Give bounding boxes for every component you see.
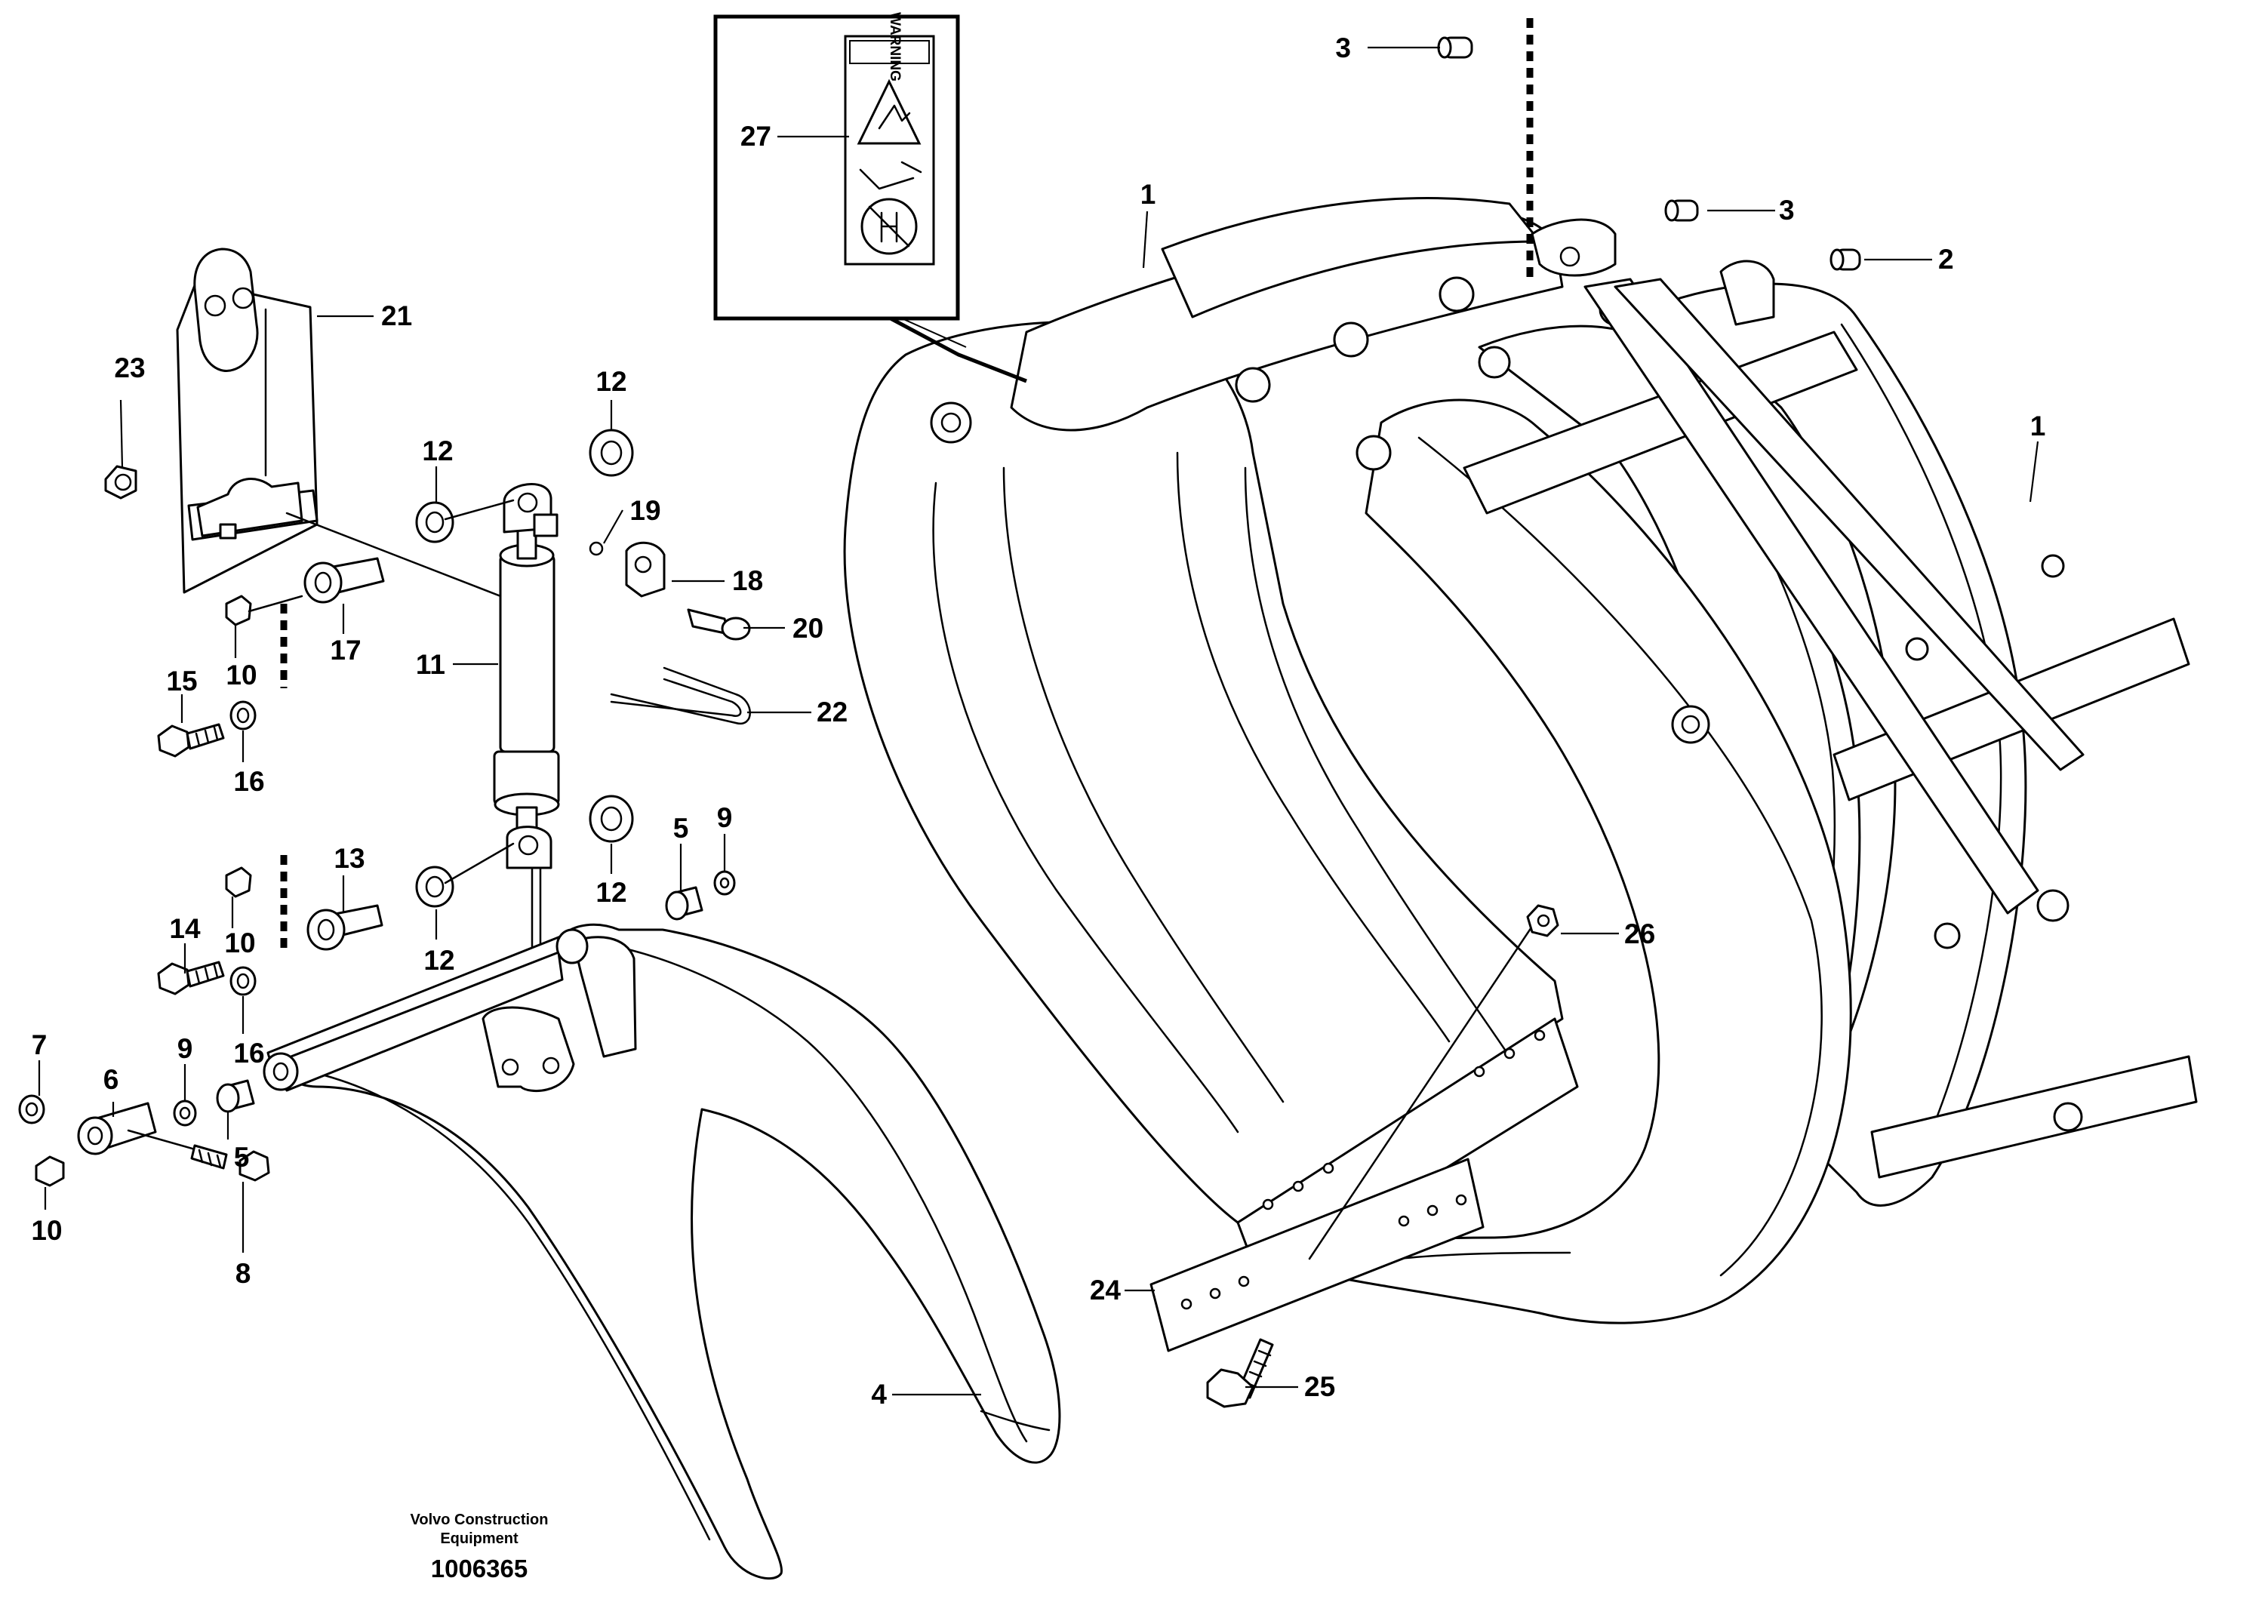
callout-10-upper: 10 — [226, 660, 257, 691]
grease-fitting-parts — [589, 541, 751, 641]
callout-5-left: 5 — [234, 1142, 250, 1173]
bolts-left — [157, 700, 257, 996]
callout-5-right: 5 — [673, 813, 689, 844]
callout-13: 13 — [334, 843, 365, 874]
callout-27: 27 — [740, 121, 771, 152]
callout-3-right: 3 — [1779, 195, 1795, 226]
pin-6-assembly — [18, 1094, 270, 1187]
u-bolt-inner — [610, 678, 742, 717]
callout-2: 2 — [1938, 244, 1954, 275]
bushings-5-washers-9 — [173, 870, 736, 1127]
callout-1-right: 1 — [2030, 411, 2046, 441]
wear-strip — [1149, 919, 1537, 1352]
bolt-25 — [1206, 1338, 1274, 1408]
nut-26 — [1526, 904, 1559, 937]
callout-16-lower: 16 — [233, 1038, 264, 1069]
leader-lines — [38, 46, 2039, 1396]
top-pins — [1437, 18, 1861, 279]
callout-14: 14 — [169, 913, 201, 944]
callout-9-left: 9 — [177, 1033, 193, 1064]
callout-3-top: 3 — [1335, 32, 1351, 63]
callout-25: 25 — [1304, 1371, 1335, 1402]
warning-decal-text: WARNING — [887, 12, 903, 82]
no-entry-icon — [860, 198, 918, 255]
callout-17: 17 — [330, 635, 361, 666]
bearings-12 — [415, 429, 634, 908]
grapple-jaw-icon — [859, 161, 922, 190]
brand-caption: Volvo Construction Equipment 1006365 — [411, 1512, 549, 1582]
nut-23 — [104, 465, 137, 500]
hazard-triangle-icon — [857, 78, 922, 145]
callout-19: 19 — [629, 495, 660, 526]
warning-decal-inset: WARNING — [713, 12, 1027, 383]
callout-9-right: 9 — [717, 802, 733, 833]
callout-12-bottom-right: 12 — [595, 877, 626, 908]
cylinder-bracket — [176, 248, 319, 594]
callout-22: 22 — [817, 697, 848, 727]
callout-6: 6 — [103, 1064, 119, 1095]
brand-caption-line1: Volvo Construction — [411, 1512, 549, 1528]
callout-24: 24 — [1090, 1275, 1122, 1306]
callout-11: 11 — [416, 649, 445, 680]
document-number: 1006365 — [431, 1555, 528, 1582]
callout-7: 7 — [32, 1029, 48, 1060]
callout-23: 23 — [114, 352, 145, 383]
callout-12-bottom-left: 12 — [423, 945, 454, 976]
callout-8: 8 — [235, 1258, 251, 1289]
callout-26: 26 — [1624, 918, 1655, 949]
grapple-body — [843, 197, 2198, 1324]
callout-10-lower: 10 — [31, 1215, 62, 1246]
callout-20: 20 — [792, 613, 823, 644]
brand-caption-line2: Equipment — [440, 1530, 519, 1547]
tine-assembly — [263, 923, 1061, 1580]
callout-12-top-left: 12 — [422, 435, 453, 466]
pin-13 — [225, 866, 383, 951]
callout-15: 15 — [166, 666, 197, 697]
callout-10-middle: 10 — [224, 927, 255, 958]
callout-16-upper: 16 — [233, 766, 264, 797]
pin-17 — [225, 557, 385, 626]
callout-18: 18 — [732, 565, 763, 596]
callout-21: 21 — [381, 300, 412, 331]
callout-4: 4 — [871, 1379, 887, 1410]
callout-1-left: 1 — [1140, 179, 1156, 210]
callout-12-top-right: 12 — [595, 366, 626, 397]
callout-labels: 3 3 2 27 1 1 21 23 12 12 19 18 20 17 10 … — [31, 32, 2045, 1410]
